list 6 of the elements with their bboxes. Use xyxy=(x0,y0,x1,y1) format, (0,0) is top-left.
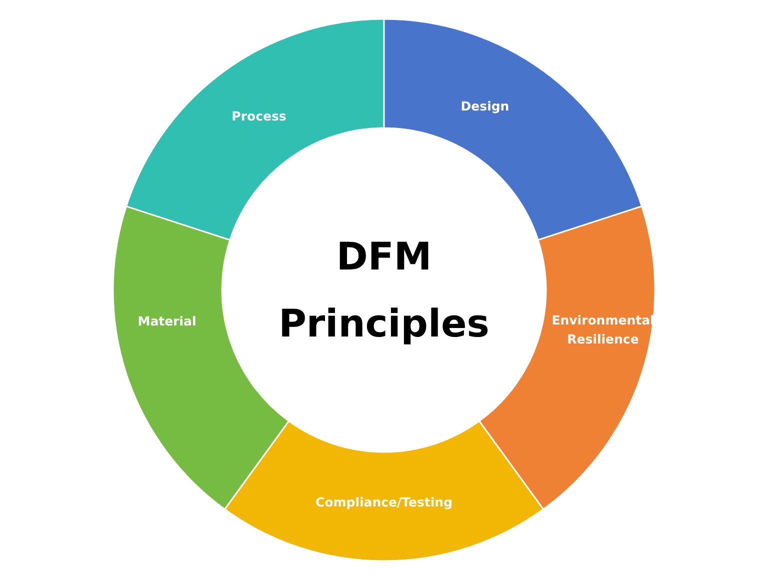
segment-label: Material xyxy=(138,312,196,331)
segment-label: Process xyxy=(232,108,286,126)
segment-label: Design xyxy=(460,98,510,116)
segment-label: Compliance/Testing xyxy=(316,494,452,512)
center-title: DFM Principles xyxy=(278,234,490,347)
segment-label: Environmental Resilience xyxy=(552,311,654,348)
